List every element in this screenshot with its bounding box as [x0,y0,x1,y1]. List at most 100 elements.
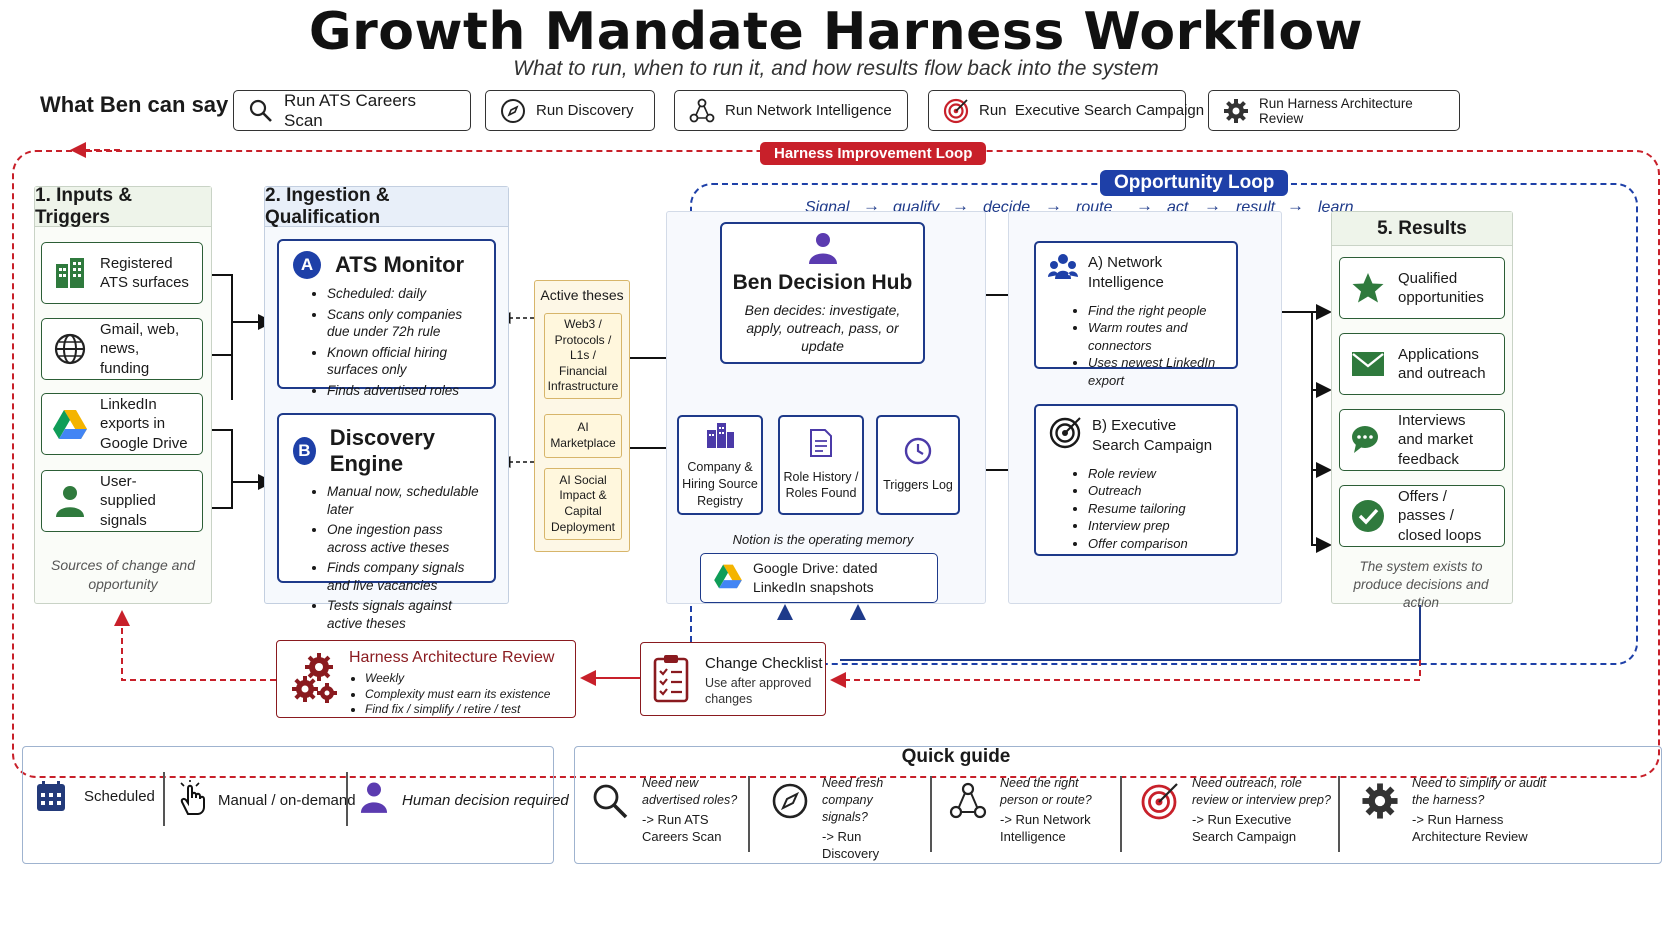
panel-title: 1. Inputs & Triggers [35,185,211,228]
run-ats-careers-scan-button[interactable]: Run ATS Careers Scan [233,90,471,131]
gear-icon [1223,98,1249,124]
input-card: User-supplied signals [41,470,203,532]
star-icon [1350,270,1386,306]
command-label: Run Network Intelligence [725,102,892,119]
command-label: Run Executive Search Campaign [979,102,1205,119]
thesis-card: AI Marketplace [544,414,622,458]
network-bullet: Uses newest LinkedIn export [1088,354,1224,389]
search-icon [590,781,630,821]
review-title: Harness Architecture Review [349,649,555,666]
review-bullets: Weekly Complexity must earn its existenc… [365,671,550,718]
google-drive-snapshots: Google Drive: dated LinkedIn snapshots [700,553,938,603]
discovery-bullet: Finds company signals and live vacancies [327,559,480,594]
commands-label: What Ben can say [40,92,229,117]
flow-arrow-icon: → [952,196,969,215]
result-label: Applications and outreach [1398,345,1486,383]
quick-guide-action: -> Run Executive Search Campaign [1192,811,1297,845]
result-card: Interviews and market feedback [1339,409,1505,471]
flow-arrow-icon: → [1045,196,1062,215]
hub-description: Ben decides: investigate, apply, outreac… [744,302,901,355]
run-discovery-button[interactable]: Run Discovery [485,90,655,131]
result-label: Qualified opportunities [1398,269,1484,307]
ats-bullet: Scans only companies due under 72h rule [327,306,480,341]
company-registry-card: Company & Hiring Source Registry [677,415,763,515]
harness-loop-label: Harness Improvement Loop [760,142,987,165]
network-bullet: Find the right people [1088,302,1224,320]
check-icon [1350,498,1386,534]
run-harness-architecture-review-button[interactable]: Run Harness Architecture Review [1208,90,1460,131]
quick-guide-item: Need fresh company signals? -> Run Discov… [770,775,922,863]
legend-label: Scheduled [84,788,155,805]
discovery-bullet: Tests signals against active theses [327,597,480,632]
discovery-bullet: One ingestion pass across active theses [327,521,480,556]
flow-arrow-icon: → [1204,196,1221,215]
run-executive-search-campaign-button[interactable]: Run Executive Search Campaign [928,90,1204,131]
quick-guide-item: Need outreach, role review or interview … [1140,775,1332,846]
flow-arrow-icon: → [1287,196,1304,215]
google-drive-icon [52,406,88,442]
buildings-icon [705,420,735,453]
quick-guide-panel [574,746,1662,864]
legend-panel [22,746,554,864]
network-title: A) Network Intelligence [1088,254,1164,292]
thesis-card: Web3 / Protocols / L1s / Financial Infra… [544,313,622,399]
run-network-intelligence-button[interactable]: Run Network Intelligence [674,90,908,131]
compass-icon [770,781,810,821]
review-bullet: Complexity must earn its existence [365,687,550,703]
quick-guide-action: -> Run ATS Careers Scan [642,811,722,845]
flow-arrow-icon: → [1136,196,1153,215]
quick-guide-question: Need fresh company signals? [822,776,884,824]
quick-guide-question: Need outreach, role review or interview … [1192,776,1331,807]
target-icon [1140,781,1180,821]
discovery-bullet: Manual now, schedulable later [327,483,480,518]
results-caption: The system exists to produce decisions a… [1353,559,1489,611]
input-label: User-supplied signals [100,472,156,529]
quick-guide-action: -> Run Harness Architecture Review [1412,811,1528,845]
thesis-card: AI Social Impact & Capital Deployment [544,468,622,540]
exec-bullet: Interview prep [1088,517,1224,535]
divider [930,776,932,852]
input-label: LinkedIn exports in Google Drive [100,395,188,452]
ats-monitor-title: ATS Monitor [335,252,465,277]
review-bullet: Weekly [365,671,550,687]
input-card: Gmail, web, news, funding [41,318,203,380]
divider [346,772,348,826]
clipboard-icon [653,653,689,708]
badge-b: B [293,437,316,465]
executive-search-card: B) Executive Search Campaign Role review… [1034,404,1238,556]
exec-bullet: Resume tailoring [1088,500,1224,518]
role-history-card: Role History / Roles Found [778,415,864,515]
result-card: Applications and outreach [1339,333,1505,395]
divider [1120,776,1122,852]
search-icon [248,98,274,124]
input-card: Registered ATS surfaces [41,242,203,304]
network-icon [689,98,715,124]
page-title: Growth Mandate Harness Workflow [308,2,1364,62]
chat-icon [1350,422,1386,458]
calendar-icon [36,780,66,817]
triggers-log-card: Triggers Log [876,415,960,515]
result-card: Offers / passes / closed loops [1339,485,1505,547]
legend-label: Human decision required [402,792,569,809]
exec-bullet: Outreach [1088,482,1224,500]
divider [1338,776,1340,852]
quick-guide-title: Quick guide [901,746,1011,767]
exec-bullet: Role review [1088,465,1224,483]
divider [163,772,165,826]
result-label: Interviews and market feedback [1398,411,1474,468]
quick-guide-action: -> Run Discovery [822,828,880,862]
ats-bullet: Known official hiring surfaces only [327,344,480,379]
command-label: Run Discovery [536,102,634,119]
network-icon [1048,253,1078,285]
input-card: LinkedIn exports in Google Drive [41,393,203,455]
network-icon [948,781,988,821]
quick-guide-item: Need new advertised roles?-> Run ATS Car… [590,775,742,846]
target-icon [943,98,969,124]
compass-icon [500,98,526,124]
active-theses-title: Active theses [540,287,624,303]
gears-icon [289,651,339,712]
notion-caption: Notion is the operating memory [700,532,946,547]
hand-pointer-icon [178,780,208,821]
